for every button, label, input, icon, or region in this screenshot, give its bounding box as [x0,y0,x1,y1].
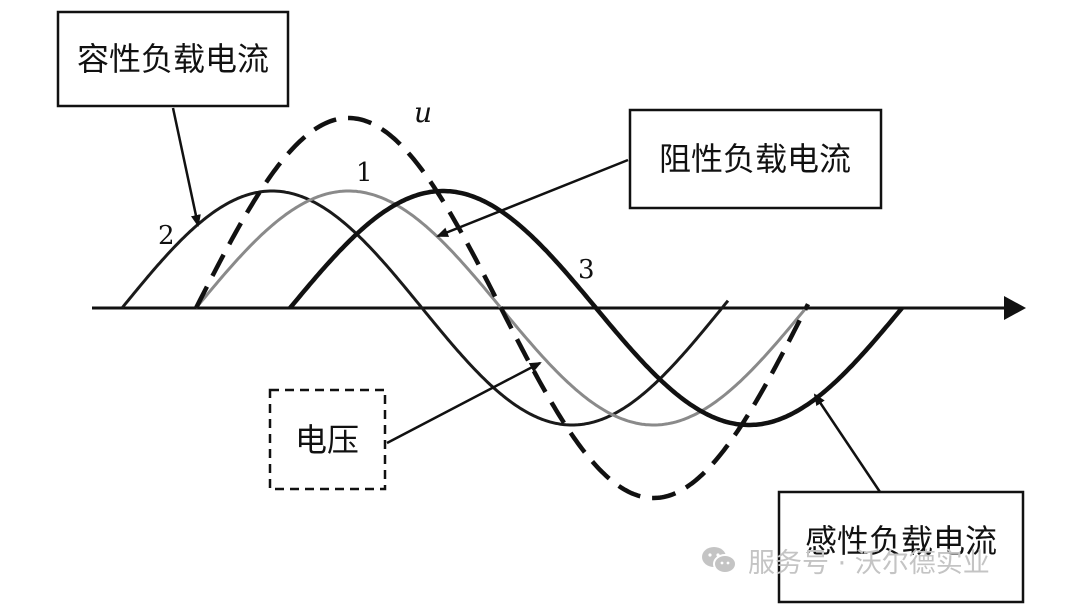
curve-number-capacitive: 2 [158,221,175,251]
resistive-label: 阻性负载电流 [659,140,851,178]
capacitive-current-curve [120,189,730,427]
inductive-pointer-arrow [813,393,882,493]
watermark-text: 服务号 · 沃尔德实业 [748,547,990,579]
voltage-label: 电压 [295,421,359,459]
curve-number-resistive: 1 [356,158,373,188]
voltage-label-box [268,388,387,491]
capacitive-label-box [56,10,290,108]
resistive-label-box [628,108,883,210]
inductive-label-box [777,490,1025,604]
curve-number-inductive: 3 [578,255,595,285]
capacitive-label: 容性负载电流 [77,40,269,78]
watermark: 服务号 · 沃尔德实业 [700,540,990,580]
wechat-icon [702,547,737,574]
inductive-label: 感性负载电流 [805,522,997,560]
voltage-curve [193,115,811,501]
voltage-pointer-arrow [386,361,542,445]
inductive-current-curve [288,188,904,428]
voltage-symbol: u [414,96,432,129]
time-axis-arrowhead [1004,296,1026,320]
capacitive-pointer-arrow [171,107,201,227]
resistive-pointer-arrow [436,158,629,238]
